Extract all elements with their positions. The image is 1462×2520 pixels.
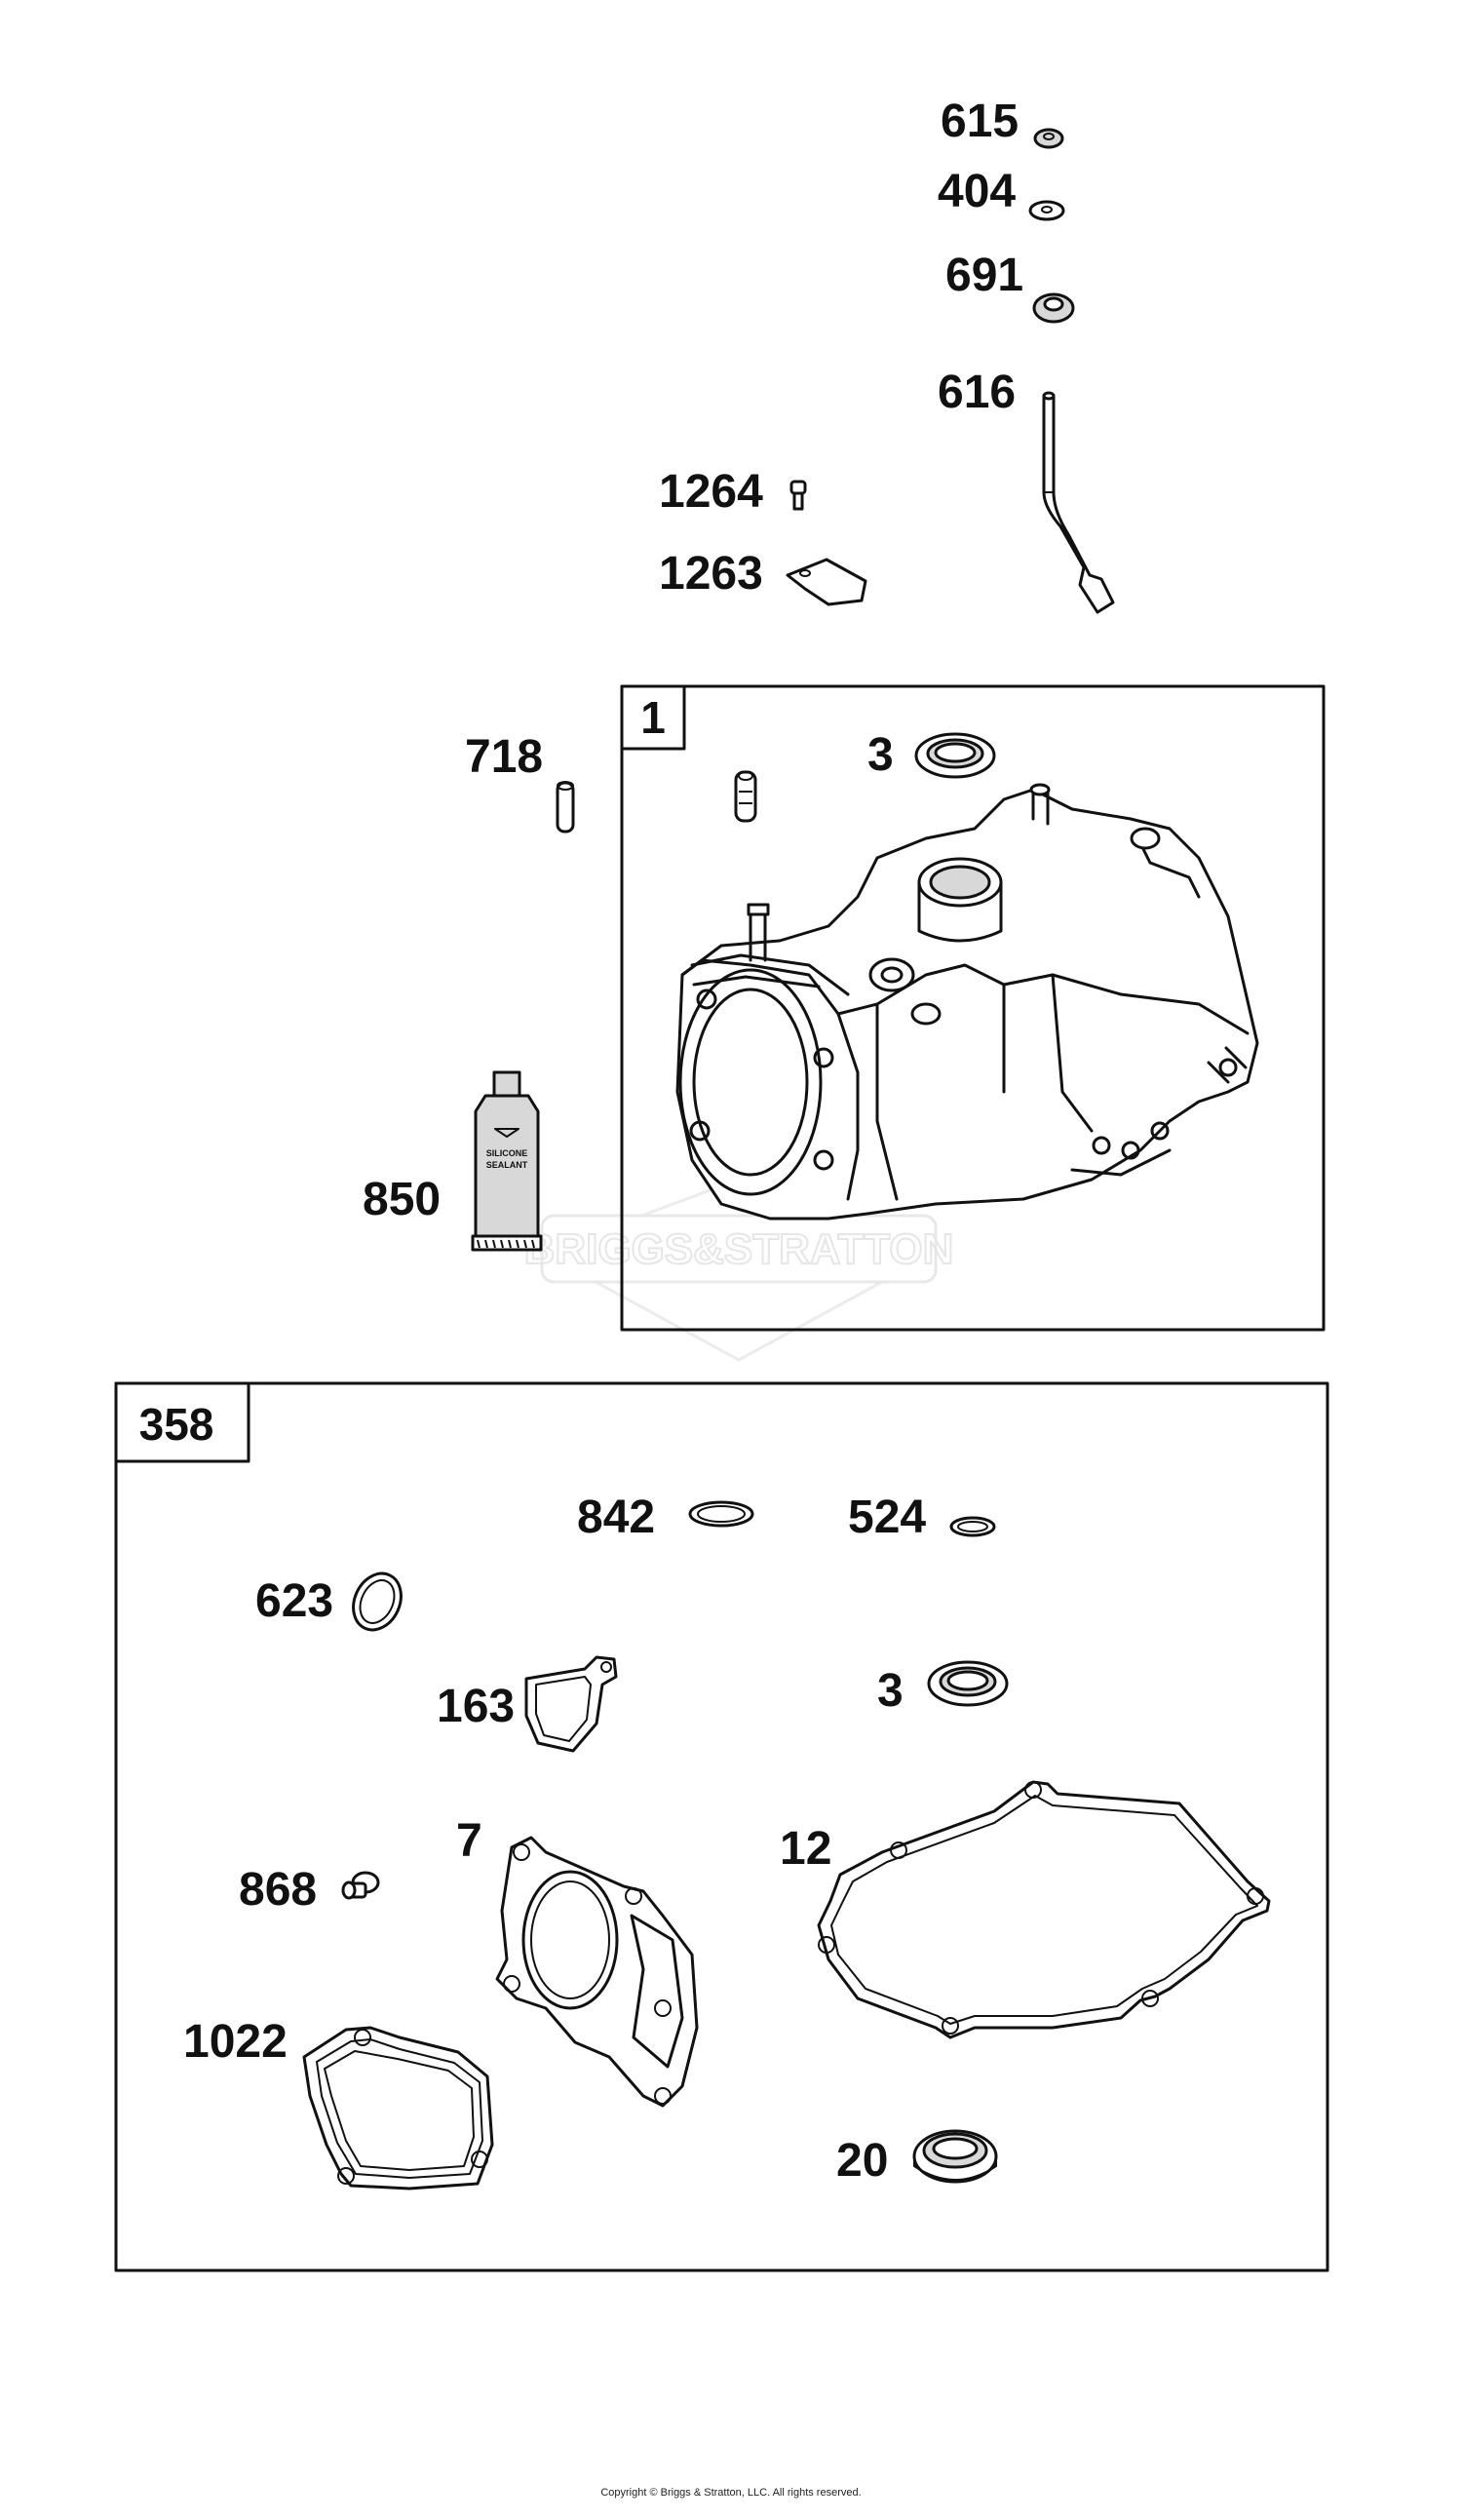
part-label-691: 691 <box>945 250 1023 301</box>
part-label-1022: 1022 <box>183 2016 288 2068</box>
part-label-7: 7 <box>456 1815 482 1867</box>
tube-text-sealant: SEALANT <box>486 1160 528 1170</box>
part-163-gasket[interactable]: 163 <box>437 1655 618 1753</box>
copyright-notice: Copyright © Briggs & Stratton, LLC. All … <box>600 2487 861 2499</box>
part-616-dipstick[interactable]: 616 <box>938 367 1115 614</box>
part-1264-screw[interactable]: 1264 <box>659 466 807 518</box>
part-1022-cover-gasket[interactable]: 1022 <box>183 2016 494 2190</box>
part-label-868: 868 <box>239 1864 317 1916</box>
part-623-o-ring[interactable]: 623 <box>255 1566 410 1638</box>
group-1-frame: 1 <box>620 684 1326 1332</box>
part-label-404: 404 <box>938 166 1016 217</box>
part-label-524: 524 <box>848 1492 926 1543</box>
group-label-358: 358 <box>139 1399 214 1450</box>
part-label-616: 616 <box>938 367 1016 418</box>
group-label-1: 1 <box>640 692 666 743</box>
part-12-crankcase-gasket[interactable]: 12 <box>780 1780 1271 2039</box>
group-358-frame: 358 <box>114 1381 1329 2272</box>
part-label-850: 850 <box>363 1174 441 1225</box>
part-label-615: 615 <box>941 96 1019 147</box>
part-label-3: 3 <box>867 729 894 781</box>
part-label-623: 623 <box>255 1575 333 1627</box>
part-691[interactable]: 691 <box>945 250 1075 324</box>
watermark: BRIGGS&STRATTON <box>523 1178 954 1362</box>
part-3-crankshaft-seal[interactable]: 3 <box>877 1660 1009 1717</box>
part-1263-bracket[interactable]: 1263 <box>659 548 867 606</box>
part-850-silicone-sealant[interactable]: 850 SILICONE SEALANT <box>363 1070 543 1252</box>
part-868-plug[interactable]: 868 <box>239 1864 380 1916</box>
part-label-1264: 1264 <box>659 466 763 518</box>
dowel-in-frame <box>734 770 757 823</box>
part-20-oil-seal[interactable]: 20 <box>836 2129 998 2187</box>
part-524-o-ring[interactable]: 524 <box>848 1492 996 1543</box>
part-label-1263: 1263 <box>659 548 763 600</box>
part-label-20: 20 <box>836 2135 888 2187</box>
part-842-o-ring[interactable]: 842 <box>577 1492 754 1543</box>
part-label-12: 12 <box>780 1823 831 1875</box>
part-label-3-set: 3 <box>877 1665 904 1717</box>
part-3-oil-seal[interactable]: 3 <box>867 729 996 781</box>
part-404[interactable]: 404 <box>938 166 1065 221</box>
part-7-head-gasket[interactable]: 7 <box>456 1815 699 2108</box>
part-label-163: 163 <box>437 1681 515 1732</box>
watermark-text: BRIGGS&STRATTON <box>524 1225 954 1273</box>
engine-block-illustration <box>675 783 1259 1221</box>
part-label-718: 718 <box>465 731 543 783</box>
tube-text-silicone: SILICONE <box>486 1148 528 1158</box>
part-615[interactable]: 615 <box>941 96 1064 149</box>
part-label-842: 842 <box>577 1492 655 1543</box>
part-718-dowel-pin[interactable]: 718 <box>465 731 575 834</box>
